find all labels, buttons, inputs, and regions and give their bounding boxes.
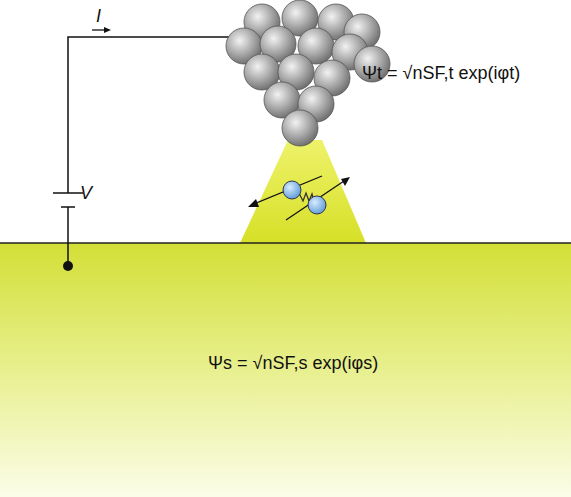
- tunnel-cone: [240, 140, 366, 243]
- current-arrow: [104, 27, 111, 33]
- wire: [68, 37, 240, 193]
- battery-symbol: [61, 206, 75, 208]
- battery-symbol: [53, 192, 83, 194]
- current-label: I: [96, 6, 101, 27]
- voltage-label: V: [80, 183, 92, 204]
- wavefunction-label: Ψt = √nSF,t exp(iφt): [362, 63, 520, 84]
- wire: [67, 207, 69, 265]
- ground-dot: [63, 261, 73, 271]
- substrate: Ψs = √nSF,s exp(iφs): [0, 243, 571, 497]
- surface-line: [0, 242, 571, 244]
- molecule: [248, 176, 350, 220]
- wavefunction-label: Ψs = √nSF,s exp(iφs): [208, 353, 378, 374]
